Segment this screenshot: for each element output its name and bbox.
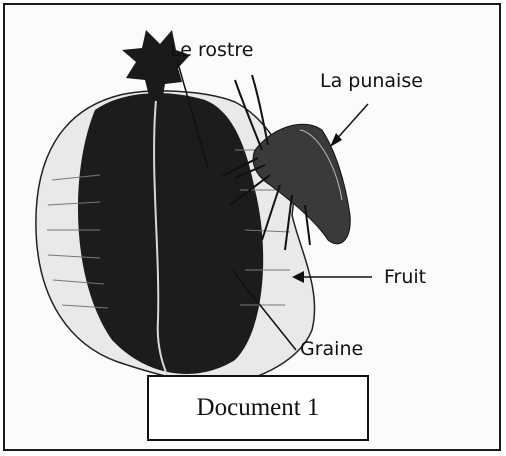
label-graine: Graine bbox=[300, 340, 363, 359]
punaise-line bbox=[334, 104, 368, 142]
caption-text: Document 1 bbox=[197, 394, 320, 422]
caption-box: Document 1 bbox=[147, 375, 369, 441]
label-punaise: La punaise bbox=[320, 72, 423, 91]
label-rostre: Le rostre bbox=[170, 41, 253, 60]
label-fruit: Fruit bbox=[384, 268, 426, 287]
